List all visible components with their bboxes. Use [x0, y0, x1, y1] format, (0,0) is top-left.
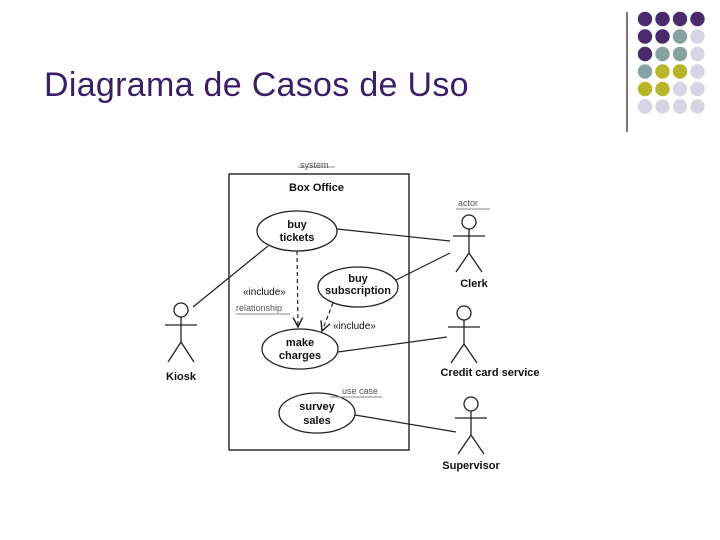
assoc-supervisor-survey-sales	[354, 414, 457, 433]
decorative-dot	[637, 46, 653, 62]
use-case-make-charges	[261, 328, 339, 370]
actor-kiosk-label: Kiosk	[166, 371, 197, 383]
decorative-dot	[655, 46, 670, 62]
system-boundary-label: Box Office	[289, 182, 344, 194]
use-case-survey-sales-label-2: sales	[303, 415, 331, 427]
actor-credit-card-figure	[448, 305, 480, 364]
decorative-dot	[637, 64, 653, 79]
decorative-dot	[690, 81, 705, 97]
assoc-clerk-buy-tickets	[336, 228, 451, 242]
decorative-dot	[637, 99, 653, 114]
decorative-dot	[672, 81, 688, 97]
use-case-make-charges-label-1: make	[286, 337, 314, 349]
use-case-buy-tickets-label-1: buy	[287, 219, 307, 231]
system-annotation: system	[300, 160, 329, 170]
decorative-dot	[690, 11, 705, 27]
decorative-dot	[655, 81, 670, 97]
use-case-buy-subscription	[317, 266, 399, 308]
use-case-annotation: use case	[342, 386, 378, 396]
use-case-survey-sales-label-1: survey	[299, 401, 335, 413]
actor-clerk-label: Clerk	[460, 278, 488, 290]
actor-credit-card-label: Credit card service	[440, 367, 539, 379]
use-case-buy-tickets	[256, 210, 338, 252]
decorative-dot	[672, 99, 688, 114]
actor-clerk-figure	[453, 214, 485, 273]
decorative-dot	[637, 29, 653, 44]
include-subscription-to-make-charges	[322, 302, 334, 331]
include-label-left: «include»	[243, 287, 286, 298]
use-case-buy-subscription-label-2: subscription	[325, 285, 391, 297]
actor-supervisor-label: Supervisor	[442, 460, 500, 472]
decorative-dot	[690, 99, 705, 114]
actor-supervisor-figure	[455, 396, 487, 455]
actor-kiosk-figure	[165, 302, 197, 363]
use-case-make-charges-label-2: charges	[279, 350, 321, 362]
title-divider	[626, 12, 628, 132]
decorative-dot	[655, 99, 670, 114]
decorative-dot	[655, 64, 670, 79]
decorative-dot	[637, 81, 653, 97]
decorative-dot	[672, 29, 688, 44]
decorative-dot	[690, 46, 705, 62]
assoc-credit-card-make-charges	[337, 336, 448, 353]
system-boundary	[228, 173, 410, 451]
slide-title: Diagrama de Casos de Uso	[44, 66, 469, 104]
decorative-dot	[672, 46, 688, 62]
assoc-kiosk-buy-tickets	[192, 245, 269, 308]
decorative-dot	[655, 29, 670, 44]
actor-annotation: actor	[458, 198, 478, 208]
include-label-right: «include»	[333, 321, 376, 332]
decorative-dot	[672, 11, 688, 27]
decorative-dot	[637, 11, 653, 27]
use-case-buy-tickets-label-2: tickets	[280, 232, 315, 244]
assoc-clerk-buy-subscription	[395, 252, 451, 281]
decorative-dot	[672, 64, 688, 79]
decorative-dot	[655, 11, 670, 27]
use-case-survey-sales	[278, 392, 356, 434]
decorative-dot-grid	[637, 11, 705, 114]
relationship-annotation: relationship	[236, 303, 282, 313]
decorative-dot	[690, 64, 705, 79]
decorative-dot	[690, 29, 705, 44]
use-case-buy-subscription-label-1: buy	[348, 273, 368, 285]
include-buy-tickets-to-make-charges	[297, 250, 298, 327]
